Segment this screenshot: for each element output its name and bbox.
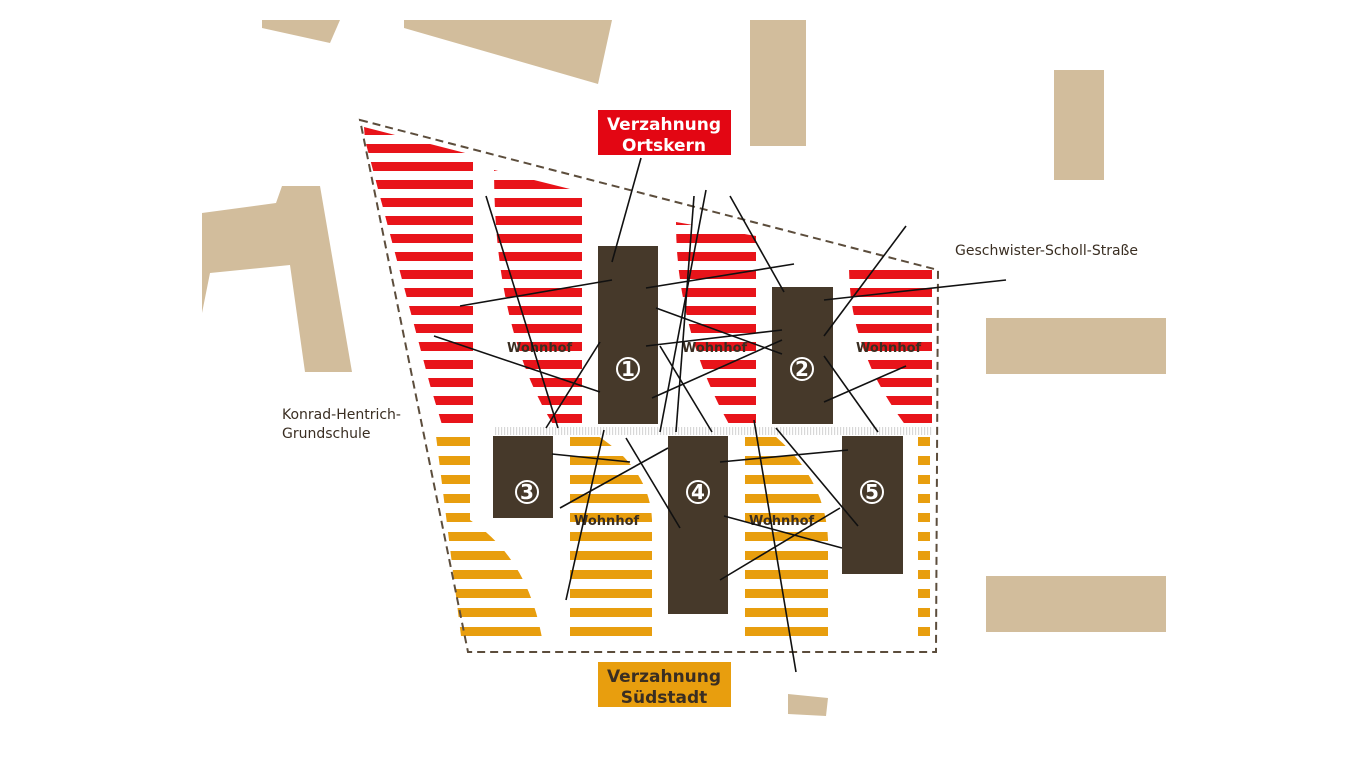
connection-line [823,365,907,403]
street-label: Geschwister-Scholl-Straße [955,243,1138,259]
red-stripe-zone [676,222,756,426]
courtyard-label: Wohnhof [507,341,573,356]
existing-building [404,20,612,84]
connection-line [723,515,843,549]
svg-text:3: 3 [520,480,534,504]
existing-buildings [202,20,1166,716]
connection-line [655,307,783,355]
connection-line [433,335,601,393]
building-5 [842,436,903,574]
connection-line [459,279,613,307]
existing-building [202,186,352,372]
building-1 [598,246,658,424]
connection-line [625,437,681,529]
label-south-line1: Verzahnung [607,667,721,687]
label-north-line1: Verzahnung [607,115,721,135]
connection-line [545,341,601,429]
building-number-5: 5 [860,480,884,504]
orange-stripe-zone [436,436,543,644]
connection-line [775,427,859,527]
existing-building [986,576,1166,632]
red-stripe-zone [364,127,473,428]
label-north-line2: Ortskern [622,136,706,156]
connection-lines [433,157,1007,673]
connection-line [719,449,849,463]
connection-line [823,225,907,337]
connection-line [651,339,783,399]
connection-line [753,419,797,673]
label-north-connection: Verzahnung Ortskern [596,108,733,157]
connection-line [485,195,559,429]
north-green-zones [364,127,932,428]
building-number-1: 1 [616,357,640,381]
existing-building [986,318,1166,374]
red-stripe-zone [849,268,932,426]
red-stripe-zone [494,170,582,426]
svg-text:1: 1 [621,357,635,381]
courtyard-label: Wohnhof [574,514,640,529]
building-2 [772,287,833,424]
existing-building [1054,70,1104,180]
svg-text:2: 2 [795,357,809,381]
connection-line [565,429,605,601]
divider-strip [494,427,932,435]
building-numbers: 1 2 3 4 5 [515,357,884,504]
connection-line [659,345,713,433]
connection-line [823,355,879,433]
existing-building [262,20,340,43]
courtyard-label: Wohnhof [682,341,748,356]
label-south-line2: Südstadt [621,688,708,708]
orange-stripe-zone [570,436,652,644]
school-label-line1: Konrad-Hentrich- [282,407,401,423]
connection-line [675,195,695,433]
existing-building [788,694,828,716]
connection-line [645,329,783,347]
courtyard-label: Wohnhof [749,514,815,529]
connection-line [559,447,669,509]
existing-building [750,20,806,146]
orange-stripe-zone [918,436,930,644]
connection-line [659,189,707,433]
label-north-box [596,108,733,157]
connection-line [645,263,795,289]
connection-line [611,157,642,263]
site-boundary [358,118,940,653]
school-label-line2: Grundschule [282,426,370,442]
building-number-3: 3 [515,480,539,504]
building-number-4: 4 [686,480,710,504]
connection-line [823,279,1007,301]
label-south-box [596,660,733,709]
connection-line [729,195,785,293]
svg-text:5: 5 [865,480,879,504]
building-3 [493,436,553,518]
building-4 [668,436,728,614]
svg-text:4: 4 [691,480,705,504]
school-label: Konrad-Hentrich- Grundschule [282,407,401,442]
label-south-connection: Verzahnung Südstadt [596,660,733,709]
connection-line [719,507,841,581]
connection-line [551,453,631,463]
courtyard-label: Wohnhof [856,341,922,356]
courtyard-labels: Wohnhof Wohnhof Wohnhof Wohnhof Wohnhof [507,341,922,529]
building-number-2: 2 [790,357,814,381]
